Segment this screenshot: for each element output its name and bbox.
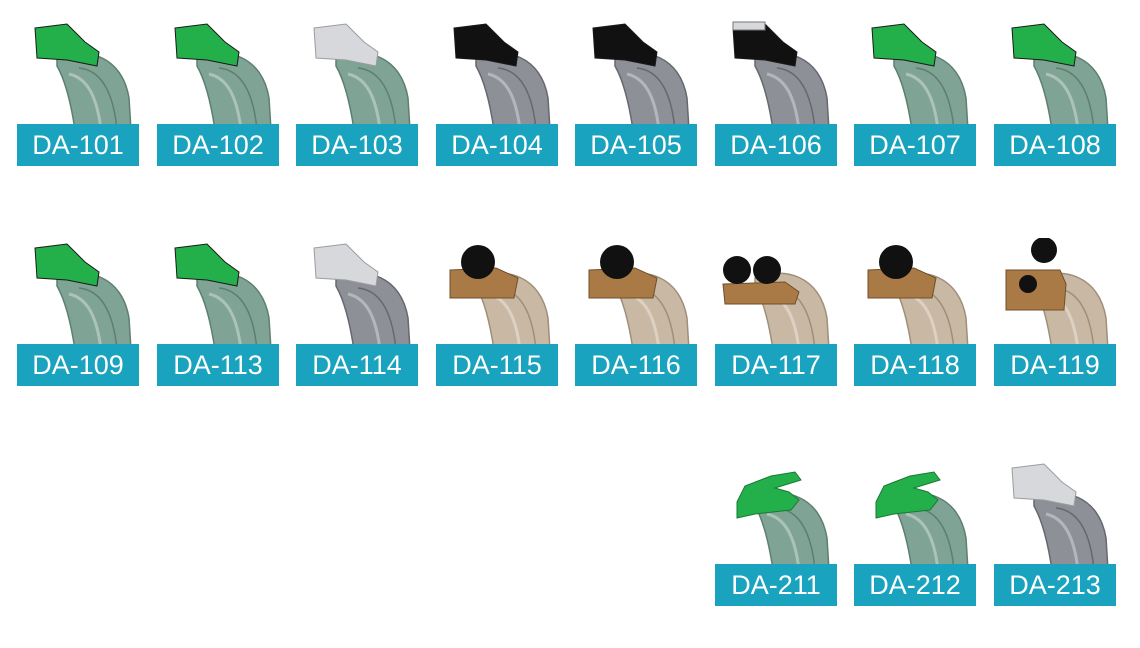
- seal-light-lip-icon: [1011, 463, 1109, 570]
- product-code-label: DA-118: [854, 344, 976, 386]
- product-code-label: DA-113: [157, 344, 279, 386]
- seal-black-lip-icon: [732, 21, 830, 130]
- seal-light-lip-icon: [313, 23, 411, 130]
- seal-green-lip-icon: [174, 23, 272, 130]
- product-tile-da-115[interactable]: DA-115: [436, 238, 558, 388]
- product-code-label: DA-102: [157, 124, 279, 166]
- product-code-label: DA-108: [994, 124, 1116, 166]
- product-code-label: DA-106: [715, 124, 837, 166]
- product-code-label: DA-211: [715, 564, 837, 606]
- seal-green-lip-icon: [34, 243, 132, 350]
- seal-double-oring-icon: [722, 256, 830, 350]
- product-tile-da-109[interactable]: DA-109: [17, 238, 139, 388]
- product-code-label: DA-114: [296, 344, 418, 386]
- product-tile-da-101[interactable]: DA-101: [17, 18, 139, 168]
- product-code-label: DA-104: [436, 124, 558, 166]
- seal-green-lip-icon: [174, 243, 272, 350]
- product-tile-da-211[interactable]: DA-211: [715, 458, 837, 608]
- product-code-label: DA-213: [994, 564, 1116, 606]
- product-tile-da-116[interactable]: DA-116: [575, 238, 697, 388]
- product-code-label: DA-117: [715, 344, 837, 386]
- product-code-label: DA-119: [994, 344, 1116, 386]
- product-tile-da-105[interactable]: DA-105: [575, 18, 697, 168]
- product-code-label: DA-212: [854, 564, 976, 606]
- product-code-label: DA-116: [575, 344, 697, 386]
- product-code-label: DA-105: [575, 124, 697, 166]
- seal-oring-icon: [449, 245, 551, 350]
- product-tile-da-103[interactable]: DA-103: [296, 18, 418, 168]
- product-tile-da-114[interactable]: DA-114: [296, 238, 418, 388]
- seal-green-lip-icon: [736, 471, 830, 570]
- product-tile-da-104[interactable]: DA-104: [436, 18, 558, 168]
- seal-green-lip-icon: [1011, 23, 1109, 130]
- seal-oring-icon: [588, 245, 690, 350]
- product-code-label: DA-103: [296, 124, 418, 166]
- product-tile-da-118[interactable]: DA-118: [854, 238, 976, 388]
- seal-green-lip-icon: [875, 471, 969, 570]
- product-tile-da-213[interactable]: DA-213: [994, 458, 1116, 608]
- product-tile-da-119[interactable]: DA-119: [994, 238, 1116, 388]
- seal-light-lip-icon: [313, 243, 411, 350]
- product-tile-da-113[interactable]: DA-113: [157, 238, 279, 388]
- product-tile-da-212[interactable]: DA-212: [854, 458, 976, 608]
- product-code-label: DA-115: [436, 344, 558, 386]
- product-tile-da-106[interactable]: DA-106: [715, 18, 837, 168]
- seal-black-lip-icon: [453, 23, 551, 130]
- product-tile-da-107[interactable]: DA-107: [854, 18, 976, 168]
- product-tile-da-117[interactable]: DA-117: [715, 238, 837, 388]
- product-code-label: DA-109: [17, 344, 139, 386]
- product-tile-da-102[interactable]: DA-102: [157, 18, 279, 168]
- seal-green-lip-icon: [871, 23, 969, 130]
- seal-green-lip-icon: [34, 23, 132, 130]
- product-tile-da-108[interactable]: DA-108: [994, 18, 1116, 168]
- product-code-label: DA-107: [854, 124, 976, 166]
- product-code-label: DA-101: [17, 124, 139, 166]
- seal-oring-icon: [867, 245, 969, 350]
- seal-double-oring-icon: [1005, 238, 1109, 350]
- seal-black-lip-icon: [592, 23, 690, 130]
